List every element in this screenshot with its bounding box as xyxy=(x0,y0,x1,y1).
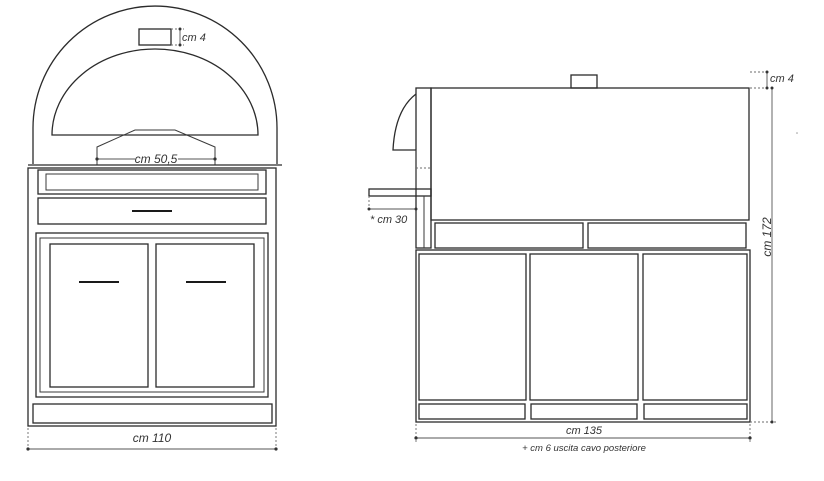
front-doors-inner-frame xyxy=(39,237,265,393)
front-plinth xyxy=(32,403,273,424)
side-plinth-3 xyxy=(643,403,748,420)
side-cabinet-body xyxy=(415,249,751,423)
side-plinth-2 xyxy=(530,403,638,420)
side-oven-body xyxy=(430,87,750,221)
front-right-door xyxy=(155,243,255,388)
side-total-length-dimension: cm 135 + cm 6 uscita cavo posteriore xyxy=(414,424,752,454)
front-chimney-dimension: cm 4 xyxy=(171,27,206,47)
side-total-height-dimension: cm 172 xyxy=(750,86,776,424)
side-chimney-label: cm 4 xyxy=(770,73,794,85)
front-doors-frame xyxy=(35,232,269,398)
side-cable-note-label: + cm 6 uscita cavo posteriore xyxy=(522,443,646,454)
front-total-width-label: cm 110 xyxy=(133,431,172,445)
front-cabinet-body xyxy=(27,167,277,427)
front-total-width-dimension: cm 110 xyxy=(26,428,278,452)
front-view: cm 50,5 cm 4 xyxy=(26,5,282,452)
side-shelf-depth-dimension: * cm 30 xyxy=(367,196,418,226)
side-door-1 xyxy=(418,253,527,401)
side-total-length-label: cm 135 xyxy=(566,425,603,437)
side-chimney-dimension: cm 4 xyxy=(750,70,794,90)
side-middle-drawer-right xyxy=(587,222,747,249)
front-second-drawer xyxy=(37,197,267,225)
side-total-height-label: cm 172 xyxy=(760,217,774,257)
front-hood-funnel xyxy=(96,129,216,165)
front-top-drawer xyxy=(37,169,267,195)
side-plinth-1 xyxy=(418,403,526,420)
side-view: cm 4 cm 172 * cm 30 cm 135 + cm xyxy=(367,70,798,454)
front-chimney xyxy=(138,28,172,46)
front-top-drawer-inner xyxy=(45,173,259,191)
front-hood-width-label: cm 50,5 xyxy=(135,152,178,166)
front-dome-window xyxy=(51,48,259,136)
side-middle-drawer-left xyxy=(434,222,584,249)
side-oven-door xyxy=(392,93,417,151)
front-left-door xyxy=(49,243,149,388)
front-chimney-label: cm 4 xyxy=(182,32,206,44)
side-shelf-depth-label: * cm 30 xyxy=(370,214,408,226)
side-chimney xyxy=(570,74,598,89)
side-front-shelf xyxy=(368,188,432,197)
side-door-2 xyxy=(529,253,639,401)
side-door-3 xyxy=(642,253,748,401)
front-hood-width-dimension: cm 50,5 xyxy=(95,152,217,166)
front-dome-outer xyxy=(32,5,278,164)
